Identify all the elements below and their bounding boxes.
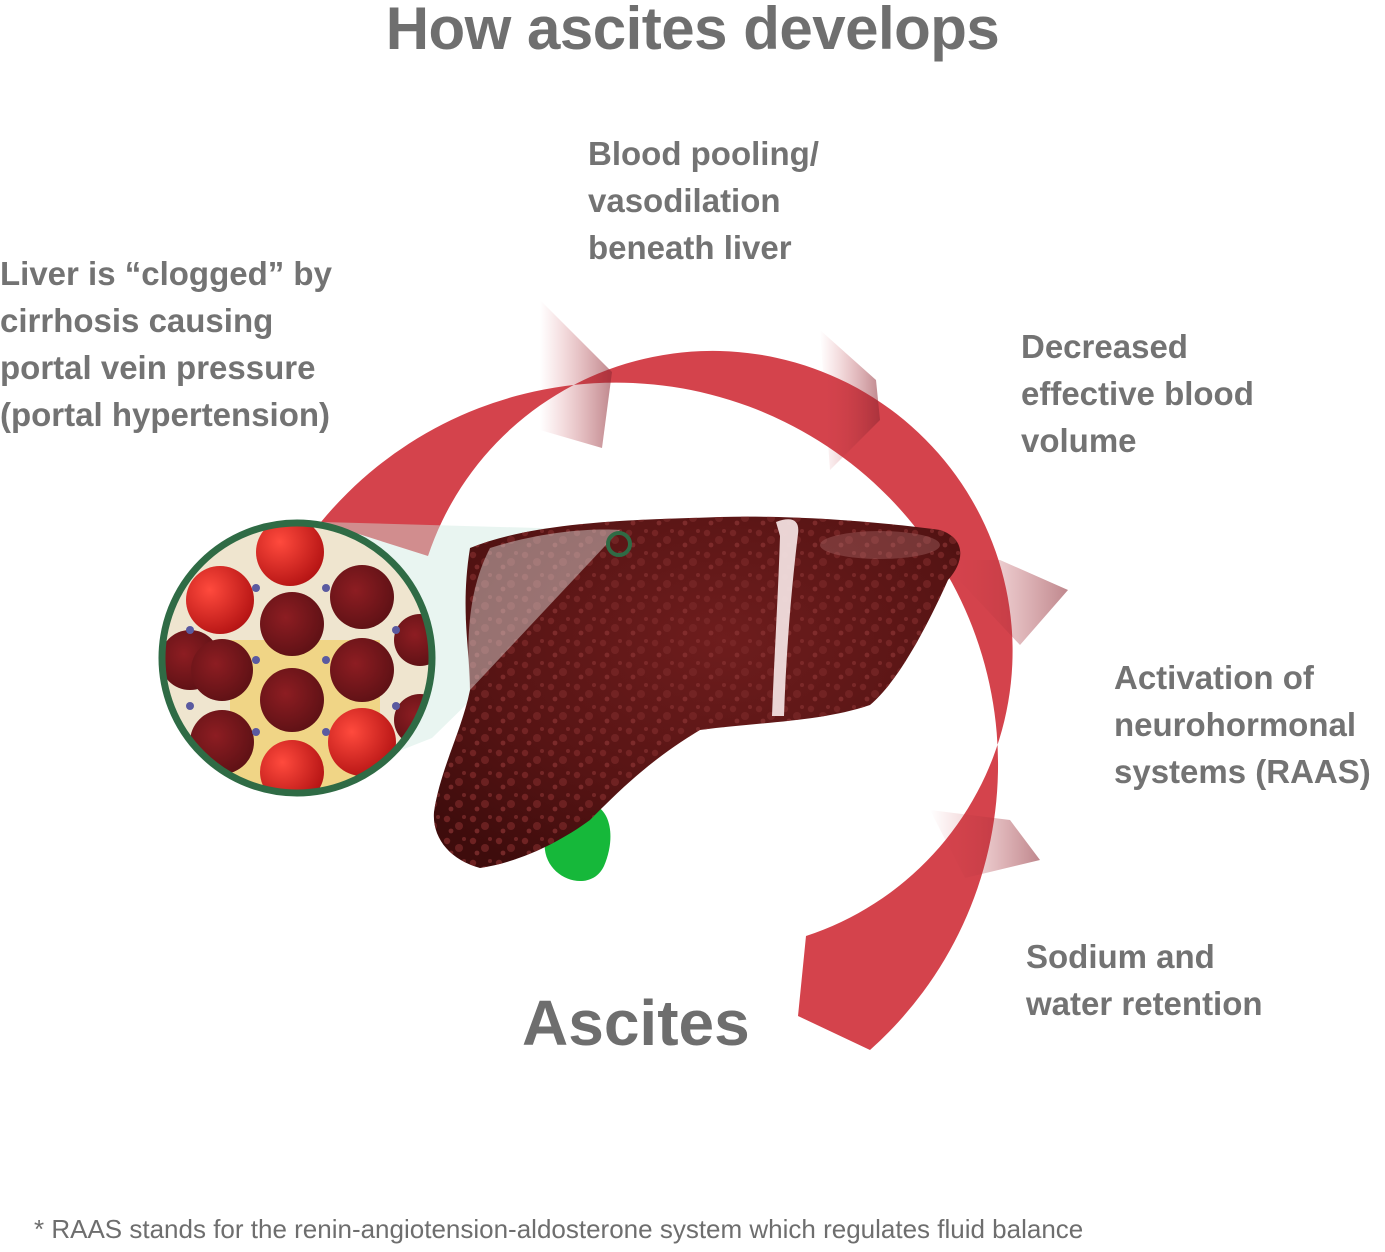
step-blood-pooling: Blood pooling/ vasodilation beneath live… (588, 130, 819, 271)
step-line: effective blood (1021, 375, 1254, 412)
step-line: beneath liver (588, 229, 792, 266)
outcome-label: Ascites (522, 987, 750, 1059)
step-line: portal vein pressure (0, 349, 316, 386)
step-line: (portal hypertension) (0, 396, 331, 433)
footnote: * RAAS stands for the renin-angiotension… (34, 1214, 1084, 1244)
cycle-arrow-icon (321, 300, 1068, 1050)
step-decreased-blood-volume: Decreased effective blood volume (1021, 323, 1254, 464)
liver-illustration-icon (433, 516, 961, 868)
step-line: vasodilation (588, 182, 781, 219)
step-line: Sodium and (1026, 938, 1215, 975)
step-portal-hypertension: Liver is “clogged” by cirrhosis causing … (0, 250, 332, 438)
step-sodium-water-retention: Sodium and water retention (1026, 933, 1263, 1027)
step-line: Activation of (1114, 659, 1314, 696)
step-line: Decreased (1021, 328, 1188, 365)
step-line: volume (1021, 422, 1137, 459)
step-line: water retention (1026, 985, 1263, 1022)
step-neurohormonal-activation: Activation of neurohormonal systems (RAA… (1114, 654, 1371, 795)
diagram-title: How ascites develops (385, 0, 1000, 62)
step-line: Liver is “clogged” by (0, 255, 332, 292)
step-line: cirrhosis causing (0, 302, 274, 339)
step-line: neurohormonal (1114, 706, 1357, 743)
step-line: Blood pooling/ (588, 135, 819, 172)
step-line: systems (RAAS) (1114, 753, 1371, 790)
magnifier-cross-section-icon (158, 519, 436, 797)
